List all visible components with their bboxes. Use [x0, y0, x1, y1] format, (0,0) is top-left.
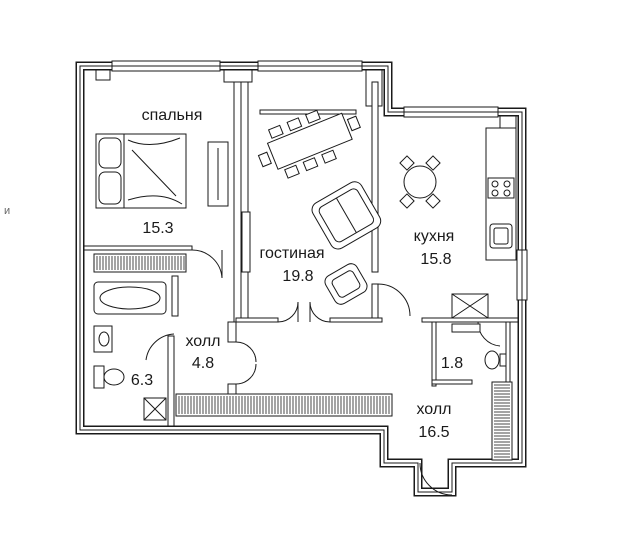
door-bathroom: [145, 333, 175, 361]
room-area-hall-big: 16.5: [418, 424, 449, 441]
radiator-bedroom: [93, 253, 187, 273]
wardrobe-hall-right: [491, 381, 513, 461]
doors: [145, 249, 501, 496]
room-area-hall-small: 4.8: [192, 355, 214, 372]
kitchen-sink: [489, 223, 513, 249]
wardrobe-hall: [175, 393, 393, 417]
washbasin: [93, 325, 113, 353]
pillow: [98, 171, 122, 205]
room-name-hall-small: холл: [185, 333, 220, 350]
room-area-living: 19.8: [282, 268, 313, 285]
cooktop: [487, 177, 515, 199]
kitchen-furniture: [399, 155, 515, 319]
chair: [346, 115, 361, 132]
wc-toilet: [484, 350, 500, 370]
chair: [321, 149, 337, 164]
room-name-kitchen: кухня: [414, 228, 455, 245]
tv-unit: [241, 211, 251, 273]
bedroom-furniture: [95, 133, 229, 209]
room-area-wc: 1.8: [441, 355, 463, 372]
door-wc: [477, 321, 501, 347]
room-area-kitchen: 15.8: [420, 251, 451, 268]
stray-letter: и: [4, 205, 10, 217]
room-name-hall-big: холл: [416, 401, 451, 418]
pillow: [98, 137, 122, 169]
chair: [286, 117, 303, 132]
chair: [284, 164, 300, 179]
round-table: [403, 165, 437, 199]
wc-shelf: [451, 323, 481, 333]
room-name-living: гостиная: [259, 245, 324, 262]
bathtub: [93, 281, 167, 315]
room-area-bathroom: 6.3: [131, 372, 153, 389]
chair: [305, 109, 321, 124]
door-kitchen: [377, 283, 411, 317]
chair: [257, 151, 272, 168]
chair: [302, 157, 319, 172]
room-area-bedroom: 15.3: [142, 220, 173, 237]
hatch-units: [93, 253, 513, 461]
door-living: [277, 301, 331, 323]
bathroom-fixtures: [93, 281, 507, 421]
toilet: [103, 368, 125, 386]
door-bedroom: [191, 249, 223, 279]
room-labels: спальня 15.3 гостиная 19.8 кухня 15.8 хо…: [131, 107, 463, 441]
door-entrance: [419, 462, 453, 496]
outer-walls: [75, 61, 527, 497]
room-name-bedroom: спальня: [142, 107, 203, 124]
windows: [95, 60, 528, 301]
dining-table: [266, 112, 353, 170]
door-hall-double: [235, 341, 257, 385]
chair: [267, 124, 284, 139]
armchair: [324, 263, 368, 305]
living-furniture: [241, 109, 382, 305]
